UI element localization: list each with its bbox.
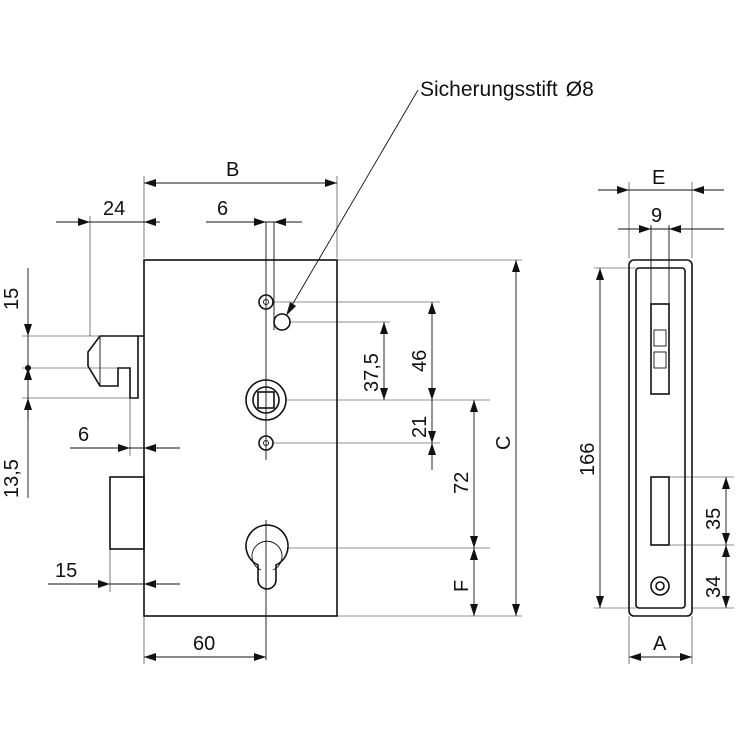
side-latch-slot — [650, 303, 670, 395]
dim-9: 9 — [651, 205, 662, 227]
dim-13-5: 13,5 — [1, 459, 23, 498]
side-case-inner — [635, 267, 686, 609]
dim-15-bottom: 15 — [55, 560, 77, 582]
dim-15-left: 15 — [1, 288, 23, 310]
latch-bolt — [87, 335, 144, 399]
dim-37-5: 37,5 — [361, 353, 383, 392]
dim-166: 166 — [577, 443, 599, 476]
dim-35: 35 — [703, 508, 725, 530]
forend-plate — [109, 476, 145, 550]
side-view: E 9 166 35 34 A — [577, 167, 734, 664]
front-dimensions: B 24 6 15 13,5 6 15 — [1, 159, 522, 664]
dim-34: 34 — [703, 576, 725, 598]
side-case-outer — [628, 259, 693, 617]
cylinder-keyhole-icon — [245, 524, 289, 590]
dim-24: 24 — [103, 198, 125, 220]
dim-60: 60 — [193, 633, 215, 655]
front-view — [87, 222, 338, 660]
dim-A: A — [653, 633, 667, 655]
lock-case — [143, 259, 338, 617]
dim-B: B — [226, 159, 239, 181]
dim-F: F — [451, 580, 473, 592]
dim-21: 21 — [409, 416, 431, 438]
dim-6-top: 6 — [217, 198, 228, 220]
dim-C: C — [493, 436, 515, 450]
dim-E: E — [652, 167, 665, 189]
side-bolt-slot — [650, 476, 670, 546]
safety-pin-icon — [273, 313, 291, 331]
dim-6-mid: 6 — [78, 424, 89, 446]
side-screw-icon — [650, 576, 670, 596]
dim-72: 72 — [451, 472, 473, 494]
dim-46: 46 — [409, 350, 431, 372]
